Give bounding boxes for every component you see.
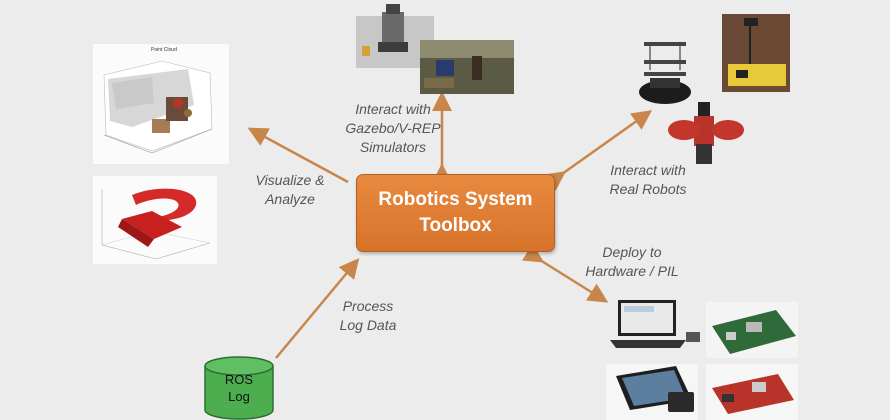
label-deploy: Deploy to Hardware / PIL — [585, 244, 679, 279]
label-visualize: Visualize & Analyze — [255, 172, 325, 207]
arrow-from-ros-log — [275, 258, 360, 359]
real-robots-photos — [639, 14, 790, 164]
ros-log-cylinder: ROS Log — [204, 356, 274, 420]
arrow-to-visualize — [247, 127, 349, 184]
label-simulators: Interact with Gazebo/V-REP Simulators — [345, 101, 441, 155]
arrow-to-hardware — [521, 243, 609, 303]
rover-robot-image — [722, 14, 790, 92]
label-process-log: Process Log Data — [339, 298, 397, 333]
ros-log-line1: ROS — [225, 372, 254, 387]
tablet-phone-image — [606, 364, 698, 420]
simulator-screenshots — [356, 4, 514, 94]
baxter-robot-image — [668, 102, 744, 164]
turtlebot-image — [639, 42, 691, 104]
robotics-system-toolbox-box: Robotics System Toolbox — [356, 174, 555, 252]
point-cloud-plot: Point Cloud — [92, 43, 230, 165]
ros-log-line2: Log — [228, 389, 250, 404]
surface-3d-plot — [92, 175, 218, 265]
laptop-image — [610, 300, 700, 348]
embedded-board-image — [706, 302, 798, 358]
label-real-robots: Interact with Real Robots — [609, 162, 687, 197]
point-cloud-title: Point Cloud — [151, 47, 177, 53]
arduino-board-image — [706, 364, 798, 420]
hardware-photos — [606, 300, 798, 420]
center-title-line2: Toolbox — [419, 215, 492, 236]
arrow-to-real-robots — [543, 110, 653, 191]
center-title-line1: Robotics System — [378, 189, 533, 210]
